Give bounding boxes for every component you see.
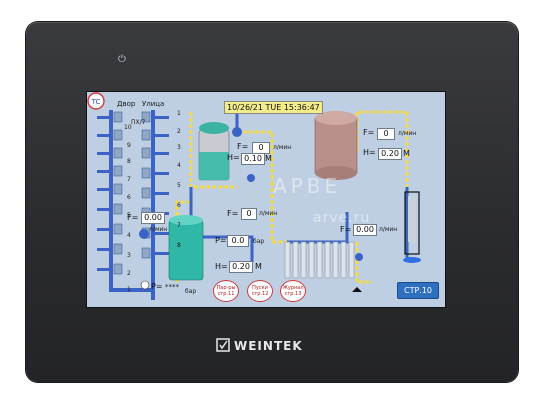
tank1-h-label: H= — [227, 153, 240, 162]
row-number: 5 — [177, 182, 181, 189]
tank3-h-label: H= — [215, 262, 228, 271]
small-p-label: P= — [151, 282, 163, 291]
company-logo-icon: TC — [87, 92, 105, 110]
watermark: АРВЕ — [273, 174, 342, 198]
tank1-f-unit: л/мин — [273, 144, 292, 151]
small-p-unit: бар — [185, 288, 197, 295]
column-label: ПХ/7 — [131, 119, 146, 126]
row-number: 8 — [127, 158, 131, 165]
page-indicator-button[interactable]: СТР.10 — [397, 282, 439, 299]
mid-right-flow-value: 0.00 — [353, 224, 377, 236]
datetime-display: 10/26/21 TUE 15:36:47 — [224, 101, 323, 114]
log-button-line2: стр.13 — [284, 291, 302, 297]
process-diagram — [97, 110, 421, 300]
tank2-f-unit: л/мин — [398, 130, 417, 137]
starts-page-button[interactable]: Пуски стр.12 — [247, 280, 273, 302]
device-brand-label: WEINTEK — [234, 339, 303, 353]
hmi-screen: TC 10/26/21 TUE 15:36:47 Двор Улица ПХ/7… — [86, 91, 446, 308]
tank2-f-label: F= — [363, 128, 375, 137]
weintek-logo-icon — [216, 338, 230, 352]
power-icon[interactable]: ⏻ — [118, 54, 126, 65]
row-number: 5 — [127, 212, 131, 219]
row-number: 1 — [127, 286, 131, 293]
row-number: 3 — [127, 252, 131, 259]
params-button-line1: Пар-ры — [216, 285, 236, 291]
small-p-value: **** — [165, 283, 179, 291]
header-right: Улица — [142, 100, 165, 108]
row-number: 10 — [124, 124, 132, 131]
row-number: 6 — [177, 202, 181, 209]
row-number: 9 — [127, 142, 131, 149]
row-number: 4 — [177, 162, 181, 169]
row-number: 8 — [177, 242, 181, 249]
tank1-f-label: F= — [237, 142, 249, 151]
tank3-p-label: P= — [215, 236, 227, 245]
tank3-pressure-value: 0.0 — [227, 235, 249, 247]
params-page-button[interactable]: Пар-ры стр.11 — [213, 280, 239, 302]
header-left: Двор — [117, 100, 136, 108]
log-button-line1: Журнал — [282, 285, 304, 291]
starts-button-line2: стр.12 — [251, 291, 269, 297]
tank1-h-unit: М — [265, 154, 272, 163]
row-number: 2 — [177, 128, 181, 135]
tank2-h-label: H= — [363, 148, 376, 157]
row-number: 4 — [127, 232, 131, 239]
tank2-h-unit: М — [403, 149, 410, 158]
row-number: 6 — [127, 194, 131, 201]
log-page-button[interactable]: Журнал стр.13 — [280, 280, 306, 302]
row-number: 1 — [177, 110, 181, 117]
params-button-line2: стр.11 — [217, 291, 235, 297]
tank2-flow-value: 0 — [377, 128, 395, 140]
mid-f-label: F= — [227, 209, 239, 218]
tank1-level-value: 0.10 — [241, 153, 265, 165]
tank3-h-unit: М — [255, 262, 262, 271]
mid-flow-value: 0 — [241, 208, 257, 220]
mid-f-unit: л/мин — [259, 210, 278, 217]
row-number: 3 — [177, 144, 181, 151]
mid-right-f-label: F= — [340, 225, 352, 234]
row-number: 2 — [127, 270, 131, 277]
left-flow-value: 0.00 — [141, 212, 165, 224]
mid-right-f-unit: л/мин — [379, 226, 398, 233]
tank3-p-unit: бар — [253, 238, 265, 245]
left-f-unit: л/мин — [149, 226, 168, 233]
starts-button-line1: Пуски — [252, 285, 268, 291]
svg-text:TC: TC — [91, 98, 101, 106]
watermark-url: arve.ru — [313, 210, 371, 226]
row-number: 7 — [177, 222, 181, 229]
left-f-label: F= — [127, 213, 139, 222]
tank2-level-value: 0.20 — [378, 148, 402, 160]
row-number: 7 — [127, 176, 131, 183]
tank3-level-value: 0.20 — [229, 261, 253, 273]
